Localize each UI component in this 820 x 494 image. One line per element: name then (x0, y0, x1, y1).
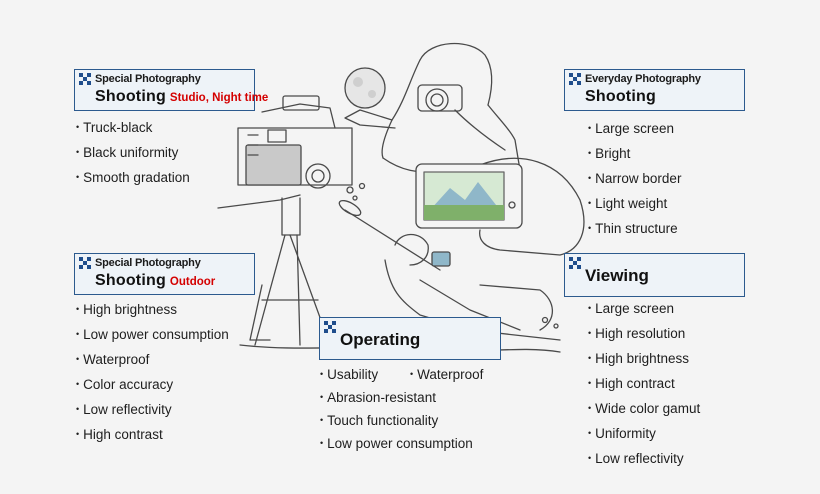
brand-logo-icon (569, 73, 582, 86)
special-outdoor-qualifier: Outdoor (169, 276, 216, 288)
special-studio-list: Truck-black Black uniformity Smooth grad… (76, 116, 190, 191)
list-item: Narrow border (588, 167, 681, 192)
special-studio-qualifier: Studio, Night time (169, 92, 269, 104)
everyday-box: Everyday Photography Shooting (564, 69, 745, 111)
viewing-box: Viewing (564, 253, 745, 297)
everyday-small-title: Everyday Photography (585, 73, 701, 85)
list-item: Low reflectivity (588, 447, 700, 472)
list-item: Truck-black (76, 116, 190, 141)
list-item: High brightness (588, 347, 700, 372)
special-outdoor-list: High brightness Low power consumption Wa… (76, 298, 229, 448)
list-item: Uniformity (588, 422, 700, 447)
smartphone-hand-illustration (415, 157, 585, 256)
list-item: Low power consumption (76, 323, 229, 348)
list-item: Large screen (588, 297, 700, 322)
list-item: Low reflectivity (76, 398, 229, 423)
list-item: Touch functionality (320, 413, 438, 428)
list-item: High contract (588, 372, 700, 397)
list-item: High contrast (76, 423, 229, 448)
special-studio-heading: Shooting (95, 88, 166, 105)
list-item: Color accuracy (76, 373, 229, 398)
viewing-list: Large screen High resolution High bright… (588, 297, 700, 472)
list-item: Black uniformity (76, 141, 190, 166)
list-item: Large screen (588, 117, 681, 142)
special-outdoor-heading: Shooting (95, 272, 166, 289)
special-outdoor-small-title: Special Photography (95, 257, 201, 269)
list-item: High resolution (588, 322, 700, 347)
moon-illustration (344, 67, 386, 109)
tripod-camera-illustration (217, 95, 353, 346)
brand-logo-icon (79, 257, 92, 270)
list-item: Usability (320, 367, 378, 382)
operating-title: Operating (340, 330, 421, 349)
brand-logo-icon (324, 321, 337, 334)
kayaker-illustration (338, 182, 561, 341)
list-item: Light weight (588, 192, 681, 217)
brand-logo-icon (569, 257, 582, 270)
operating-box: Operating (319, 317, 501, 360)
list-item: Low power consumption (320, 436, 473, 451)
list-item: Smooth gradation (76, 166, 190, 191)
photographer-woman-illustration (344, 42, 521, 173)
list-item: Bright (588, 142, 681, 167)
special-studio-small-title: Special Photography (95, 73, 201, 85)
everyday-list: Large screen Bright Narrow border Light … (588, 117, 681, 242)
list-item: Waterproof (76, 348, 229, 373)
list-item: Wide color gamut (588, 397, 700, 422)
list-item: High brightness (76, 298, 229, 323)
viewing-title: Viewing (585, 266, 649, 285)
everyday-big-title: Shooting (585, 88, 656, 105)
brand-logo-icon (79, 73, 92, 86)
list-item: Waterproof (410, 367, 483, 382)
list-item: Thin structure (588, 217, 681, 242)
list-item: Abrasion-resistant (320, 390, 436, 405)
